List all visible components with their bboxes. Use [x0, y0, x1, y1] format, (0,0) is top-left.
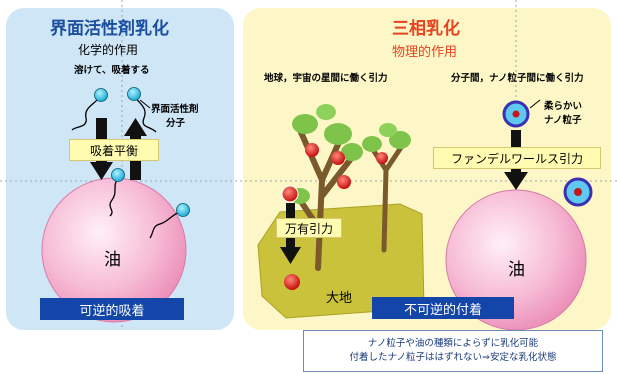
ground-label: 大地 — [326, 291, 353, 306]
gravity-arrow-icon — [280, 247, 301, 264]
gravity-label: 万有引力 — [276, 218, 342, 238]
molecular-note: 分子間，ナノ粒子間に働く引力 — [451, 73, 584, 84]
nano-label-2: ナノ粒子 — [544, 115, 582, 126]
equilibrium-label: 吸着平衡 — [69, 139, 159, 161]
surfactant-head-icon — [111, 168, 125, 182]
label-pointer — [529, 99, 541, 109]
apple-icon — [331, 151, 345, 165]
nano-label-1: 柔らかい — [544, 101, 583, 112]
gravity-note: 地球，宇宙の星間に働く引力 — [264, 73, 388, 84]
right-title: 三相乳化 — [392, 19, 460, 39]
summary-box: ナノ粒子や油の種類によらずに乳化可能 付着したナノ粒子ははずれない⇒安定な乳化状… — [303, 330, 603, 372]
summary-line-1: ナノ粒子や油の種類によらずに乳化可能 — [367, 338, 539, 349]
apple-icon — [281, 185, 299, 203]
left-subtitle: 化学的作用 — [78, 43, 139, 57]
apple-icon — [376, 152, 388, 164]
right-subtitle: 物理的作用 — [392, 45, 458, 60]
irreversible-attachment-label: 不可逆的付着 — [372, 297, 514, 319]
surfactant-head-icon — [127, 87, 141, 101]
reversible-adsorption-label: 可逆的吸着 — [40, 298, 184, 320]
vdw-arrow-icon — [504, 172, 528, 190]
surfactant-molecule-icon — [71, 95, 183, 239]
left-title: 界面活性剤乳化 — [50, 19, 169, 39]
vdw-label: ファンデルワールス引力 — [433, 147, 601, 169]
left-note: 溶けて、吸着する — [74, 65, 150, 76]
apple-icon — [337, 175, 351, 189]
surfactant-label-2: 分子 — [166, 118, 186, 129]
oil-label-right: 油 — [508, 260, 525, 280]
apple-icon — [284, 274, 300, 290]
surfactant-head-icon — [94, 88, 108, 102]
oil-label-left: 油 — [104, 250, 121, 270]
nano-particle-core-icon — [512, 110, 520, 118]
nano-particle-core-icon — [574, 188, 582, 196]
surfactant-label-1: 界面活性剤 — [151, 104, 199, 115]
label-pointer — [139, 99, 151, 109]
tree-icon — [362, 123, 411, 253]
summary-line-2: 付着したナノ粒子ははずれない⇒安定な乳化状態 — [349, 352, 557, 363]
surfactant-head-icon — [176, 203, 190, 217]
apple-icon — [305, 143, 319, 157]
